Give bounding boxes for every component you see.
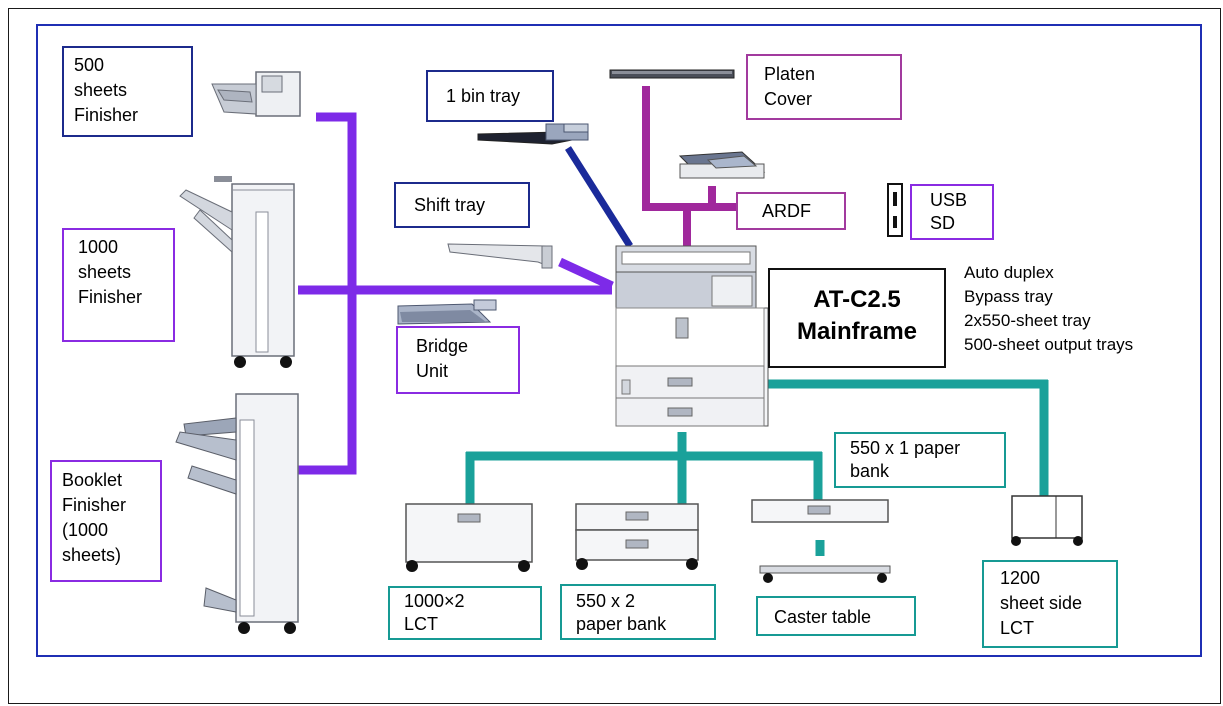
feature-bypass-tray: Bypass tray xyxy=(964,287,1053,306)
feature-auto-duplex: Auto duplex xyxy=(964,263,1054,282)
mainframe-title: AT-C2.5 Mainframe xyxy=(768,268,946,368)
finisher-500-label: 500 sheets Finisher xyxy=(62,46,193,137)
mainframe-illustration xyxy=(615,245,769,427)
caster-table-illustration xyxy=(759,565,891,583)
shift-tray-label: Shift tray xyxy=(394,182,530,228)
side-lct-illustration xyxy=(1011,495,1083,546)
finisher-500-illustration xyxy=(211,71,301,117)
usb-sd-illustration xyxy=(887,183,903,237)
caster-table-label: Caster table xyxy=(756,596,916,636)
mainframe-feature-list: Auto duplex Bypass tray 2x550-sheet tray… xyxy=(964,261,1133,357)
ardf-illustration xyxy=(678,151,766,179)
platen-cover-label: Platen Cover xyxy=(746,54,902,120)
bridge-unit-illustration xyxy=(397,299,497,325)
booklet-finisher-illustration xyxy=(175,393,299,634)
feature-paper-trays: 2x550-sheet tray xyxy=(964,311,1091,330)
lct-1000x2-label: 1000×2 LCT xyxy=(388,586,542,640)
platen-cover-illustration xyxy=(609,69,735,79)
shift-tray-connector xyxy=(558,257,614,291)
booklet-finisher-label: Booklet Finisher (1000 sheets) xyxy=(50,460,162,582)
bin-tray-label: 1 bin tray xyxy=(426,70,554,122)
paper-bank-550x2-illustration xyxy=(575,503,699,570)
bridge-unit-label: Bridge Unit xyxy=(396,326,520,394)
teal-connectors xyxy=(465,379,1049,556)
bin-tray-connector xyxy=(565,146,633,248)
purple-connectors xyxy=(298,112,614,475)
outer-frame xyxy=(8,8,1221,704)
finisher-1000-illustration xyxy=(179,176,295,368)
ardf-label: ARDF xyxy=(736,192,846,230)
paper-bank-550x2-label: 550 x 2 paper bank xyxy=(560,584,716,640)
bin-tray-illustration xyxy=(477,123,589,145)
magenta-connectors xyxy=(642,86,736,246)
finisher-1000-label: 1000 sheets Finisher xyxy=(62,228,175,342)
lct-1000x2-illustration xyxy=(405,503,533,572)
paper-bank-550x1-illustration xyxy=(751,499,889,523)
usb-sd-label: USB SD xyxy=(910,184,994,240)
paper-bank-550x1-label: 550 x 1 paper bank xyxy=(834,432,1006,488)
side-lct-1200-label: 1200 sheet side LCT xyxy=(982,560,1118,648)
inner-frame xyxy=(36,24,1202,657)
shift-tray-illustration xyxy=(447,243,553,269)
feature-output-trays: 500-sheet output trays xyxy=(964,335,1134,354)
